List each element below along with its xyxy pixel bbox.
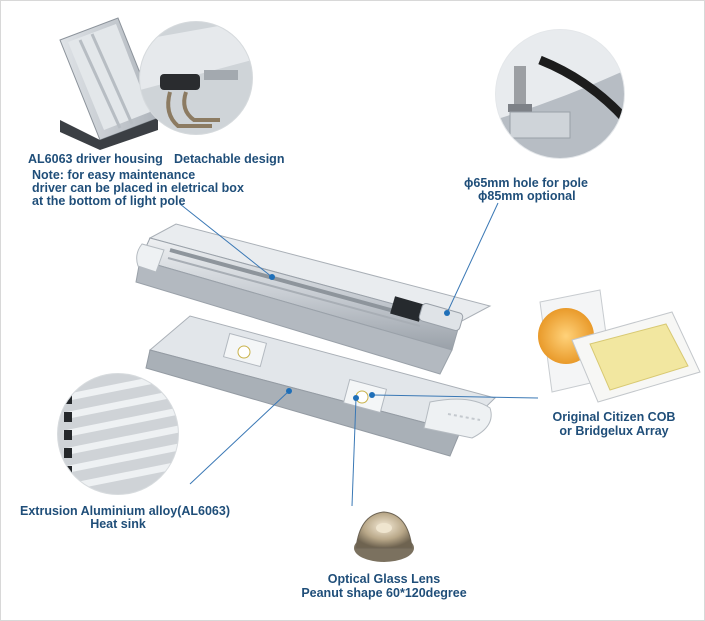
- lens-label-line-2: Peanut shape 60*120degree: [301, 586, 467, 600]
- luminaire-heatsink: [145, 315, 496, 457]
- detachable-design-image: [139, 21, 253, 135]
- driver-housing-image: [59, 17, 159, 150]
- note-line-1: Note: for easy maintenance: [32, 168, 196, 182]
- heatsink-label-line-2: Heat sink: [90, 517, 146, 531]
- luminaire-housing: [135, 223, 492, 375]
- lens-label-line-1: Optical Glass Lens: [327, 572, 441, 586]
- optical-lens-image: [354, 511, 414, 562]
- pole-hole-image: [495, 29, 625, 159]
- note-line-3: at the bottom of light pole: [32, 194, 186, 208]
- cob-label-line-1: Original Citizen COB: [552, 410, 676, 424]
- cob-label-line-2: or Bridgelux Array: [559, 424, 669, 438]
- detachable-design-label: Detachable design: [174, 152, 285, 166]
- leader-dots: [269, 274, 450, 401]
- pole-hole-optional-label: ϕ85mm optional: [478, 189, 576, 203]
- heat-sink-fins-image: [57, 373, 179, 495]
- cob-array-image: [538, 289, 701, 403]
- leader-lines: [179, 202, 539, 507]
- heatsink-label-line-1: Extrusion Aluminium alloy(AL6063): [20, 504, 230, 518]
- driver-housing-label: AL6063 driver housing: [28, 152, 163, 166]
- note-line-2: driver can be placed in eletrical box: [32, 181, 244, 195]
- pole-hole-label: ϕ65mm hole for pole: [464, 176, 588, 190]
